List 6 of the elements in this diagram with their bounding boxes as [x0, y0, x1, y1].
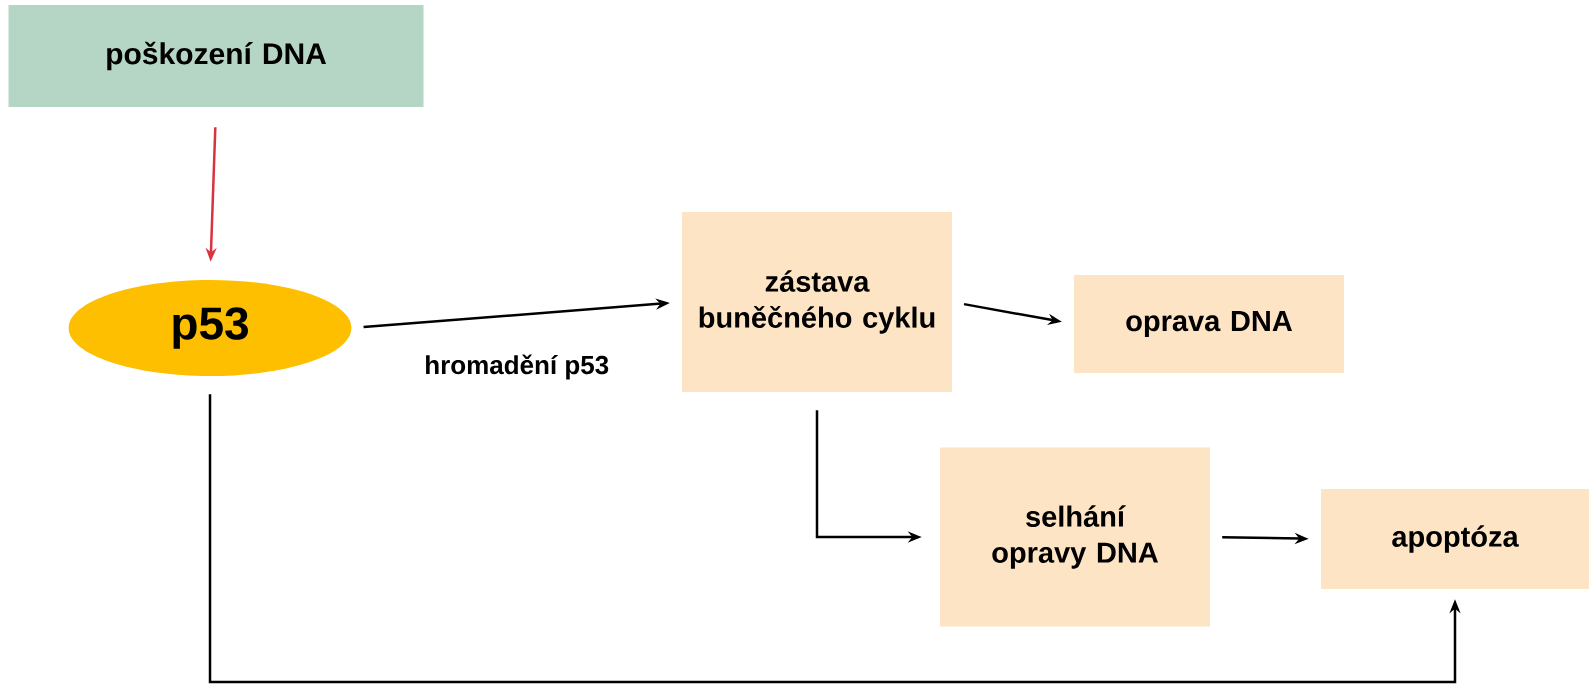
process-box: apoptóza — [1321, 489, 1589, 589]
process-box: poškození DNA — [8, 5, 424, 107]
process-box: oprava DNA — [1074, 275, 1344, 373]
process-box: zástava buněčného cyklu — [682, 212, 952, 392]
process-box: selhání opravy DNA — [940, 447, 1210, 627]
edge-label: hromadění p53 — [422, 352, 612, 382]
